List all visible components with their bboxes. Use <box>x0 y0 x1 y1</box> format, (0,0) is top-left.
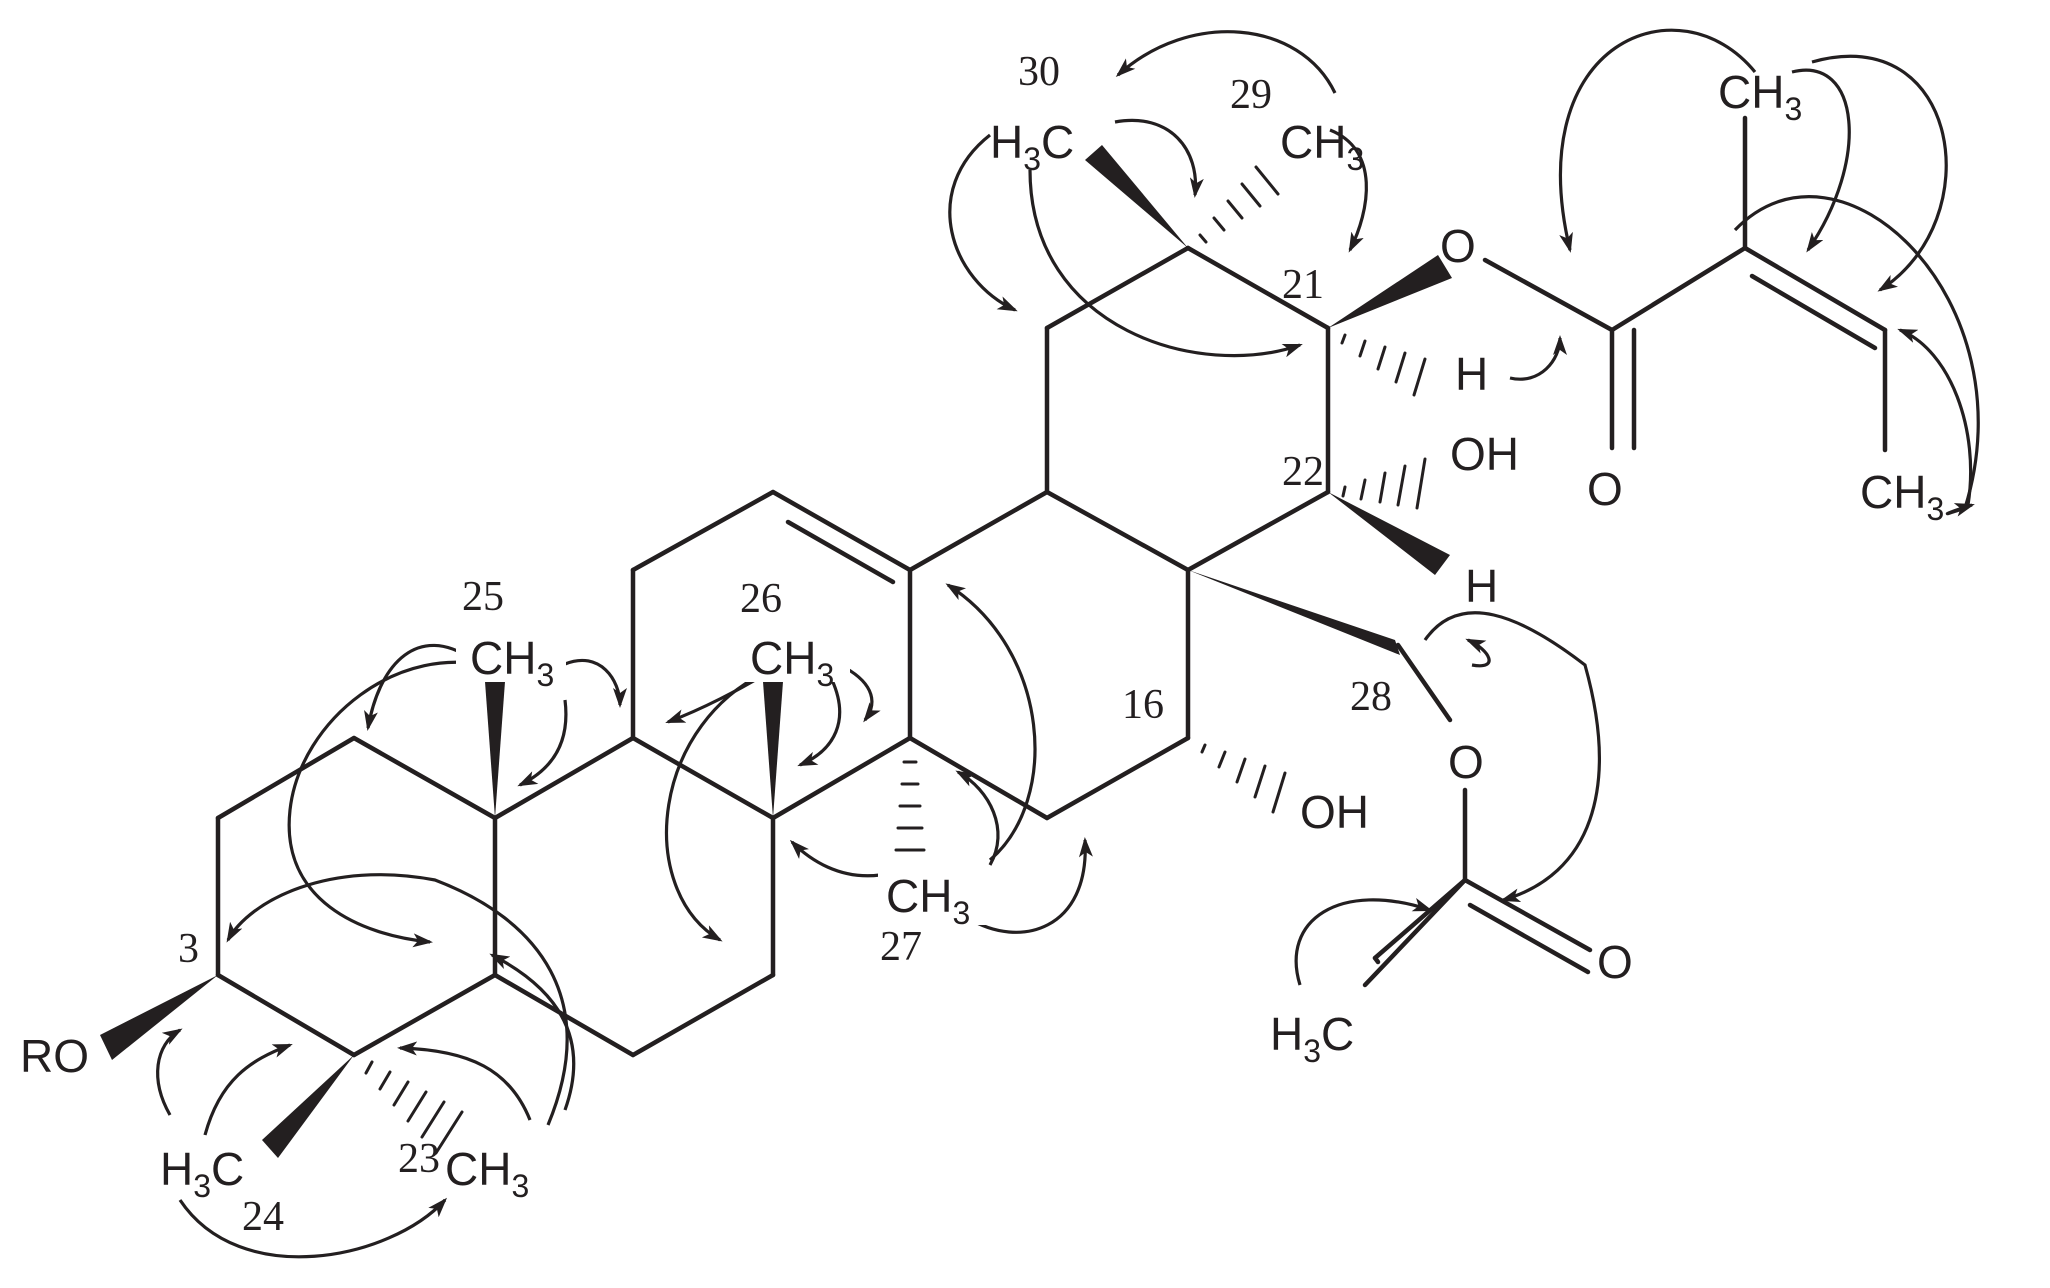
c29-hash-bond <box>1198 165 1280 244</box>
position-28: 28 <box>1350 674 1392 720</box>
c23-hash-bond <box>364 1060 464 1155</box>
ester-o-21-label: O <box>1440 220 1476 272</box>
ro-label: RO <box>20 1030 89 1082</box>
c21-h-hash-bond <box>1340 333 1427 397</box>
c22-oh-hash-bond <box>1341 457 1427 510</box>
position-23: 23 <box>398 1136 440 1182</box>
position-3: 3 <box>178 926 199 972</box>
position-21: 21 <box>1282 262 1324 308</box>
h3c-30-label: H3C <box>990 116 1074 177</box>
acetate-methyl-label: H3C <box>1270 1008 1354 1069</box>
angelate-methyl-label: CH3 <box>1718 66 1802 127</box>
position-29: 29 <box>1230 72 1272 118</box>
carbon-skeleton <box>215 115 1888 1058</box>
position-16: 16 <box>1122 682 1164 728</box>
ch3-25-label: CH3 <box>470 632 554 693</box>
ch3-27-label: CH3 <box>886 870 970 931</box>
c16-oh-hash-bond <box>1200 743 1287 814</box>
angelate-carbonyl-o-label: O <box>1587 463 1623 515</box>
position-26: 26 <box>740 576 782 622</box>
ch3-23-label: CH3 <box>445 1143 529 1204</box>
position-25: 25 <box>462 574 504 620</box>
h-21-label: H <box>1455 348 1488 400</box>
c27-hash-bond <box>892 760 928 874</box>
position-numbers: 3 16 21 22 23 24 25 26 27 28 29 30 <box>178 49 1392 1240</box>
position-30: 30 <box>1018 49 1060 95</box>
position-27: 27 <box>880 924 922 970</box>
acetate-carbonyl-o-label: O <box>1597 936 1633 988</box>
hmbc-correlation-arrows <box>156 28 1980 1259</box>
oh-22-label: OH <box>1450 428 1519 480</box>
position-24: 24 <box>242 1194 284 1240</box>
oh-16-label: OH <box>1300 786 1369 838</box>
stereo-bonds <box>100 145 1452 1158</box>
atom-labels: CH3 CH3 CH3 RO H3C CH3 H3C CH3 O H OH H … <box>20 66 1944 1204</box>
h-22-label: H <box>1465 560 1498 612</box>
position-22: 22 <box>1282 449 1324 495</box>
ch3-29-label: CH3 <box>1280 116 1364 177</box>
h3c-24-label: H3C <box>160 1143 244 1204</box>
ch3-26-label: CH3 <box>750 632 834 693</box>
o-28-label: O <box>1448 736 1484 788</box>
angelate-terminal-methyl-label: CH3 <box>1860 466 1944 527</box>
